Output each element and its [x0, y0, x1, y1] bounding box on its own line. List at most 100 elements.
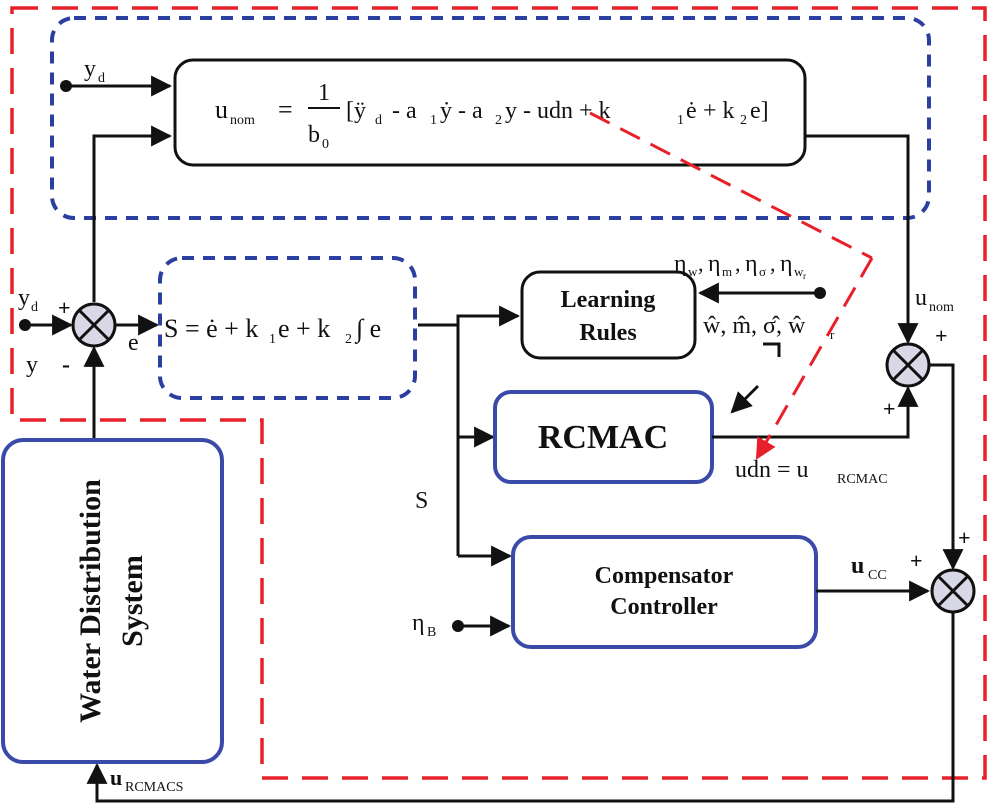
svg-text:+ k: + k: [697, 98, 735, 124]
plus-sign-sum: +: [958, 525, 971, 550]
error-summing-junction: [71, 302, 117, 348]
hook-mark: [763, 342, 781, 357]
svg-text:ẏ: ẏ: [440, 98, 452, 124]
plus-sign-yd: +: [58, 295, 71, 320]
svg-text:e]: e]: [750, 98, 769, 124]
plant-label: Water Distribution System: [74, 479, 149, 723]
svg-text:S = ė + k: S = ė + k: [164, 314, 258, 343]
summer1-to-summer2-line: [929, 363, 964, 571]
nominal-control-box: [173, 58, 807, 167]
svg-text:η: η: [780, 251, 793, 277]
svg-text:1: 1: [318, 80, 330, 106]
svg-text:System: System: [116, 555, 149, 647]
svg-text:[ÿ: [ÿ: [346, 98, 366, 124]
svg-text:u: u: [110, 765, 122, 790]
yd-left-sub: d: [31, 300, 38, 315]
compensator-line1: Compensator: [595, 563, 734, 589]
urcmacs-label: u RCMACS: [110, 765, 183, 795]
output-summing-junction: [930, 568, 976, 614]
unom-output-line: [805, 134, 919, 345]
svg-text:η: η: [674, 251, 687, 277]
svg-text:d: d: [375, 113, 382, 128]
error-label: e: [128, 330, 139, 356]
svg-text:u: u: [915, 285, 927, 311]
svg-text:0: 0: [322, 137, 329, 152]
yd-left-label: y: [18, 285, 30, 311]
unom-label: u nom: [915, 285, 954, 315]
blue-dashed-region: [50, 16, 931, 220]
svg-text:ė: ė: [686, 98, 697, 124]
nominal-control-equation: u nom = 1 b 0 [ÿ d - a 1 ẏ - a 2 y - udn…: [215, 80, 769, 152]
ucc-label: u CC: [851, 553, 887, 583]
learning-rules-line2: Rules: [579, 320, 636, 346]
svg-text:e + k: e + k: [278, 314, 330, 343]
updated-weights-label: ŵ, m̂, σ̂, ŵ r: [703, 313, 835, 342]
svg-text:r: r: [803, 271, 806, 281]
svg-text:- a: - a: [386, 98, 417, 124]
water-distribution-system-box: [1, 438, 224, 764]
svg-text:1: 1: [269, 332, 276, 347]
plus-sign-rcmac: +: [883, 396, 896, 421]
eta-b-node: [452, 620, 464, 632]
plus-sign-ucc: +: [910, 548, 923, 573]
svg-text:,: ,: [735, 251, 741, 276]
svg-text:=: =: [278, 95, 293, 124]
y-label: y: [26, 352, 38, 378]
compensator-line2: Controller: [610, 594, 718, 620]
svg-text:r: r: [830, 327, 835, 342]
sliding-surface-box: [158, 256, 417, 400]
svg-text:RCMACS: RCMACS: [125, 780, 183, 795]
svg-text:η: η: [412, 610, 425, 636]
learning-rates-label: η w , η m , η σ , η w r: [674, 251, 806, 281]
svg-text:1: 1: [677, 113, 684, 128]
svg-text:,: ,: [698, 251, 704, 276]
svg-text:η: η: [708, 251, 721, 277]
svg-text:m: m: [722, 264, 732, 279]
yd-top-label: y: [84, 56, 96, 82]
sliding-surface-equation: S = ė + k 1 e + k 2 ∫ e: [164, 314, 381, 347]
svg-text:1: 1: [430, 113, 437, 128]
svg-text:u: u: [851, 553, 864, 579]
learning-rates-node: [814, 287, 826, 299]
svg-text:σ: σ: [759, 264, 766, 279]
plus-sign-unom: +: [935, 323, 948, 348]
learning-rules-line1: Learning: [561, 287, 656, 313]
svg-text:∫ e: ∫ e: [354, 314, 381, 344]
eta-b-label: η B: [412, 610, 436, 640]
svg-text:b: b: [308, 122, 320, 148]
udn-label: udn = u RCMAC: [735, 457, 888, 487]
s-label: S: [415, 488, 428, 514]
red-dashed-region: [10, 6, 987, 780]
learning-rules-box: [520, 270, 697, 360]
yd-top-sub: d: [98, 71, 105, 86]
learning-update-arrow: [730, 384, 760, 414]
svg-text:u: u: [215, 95, 228, 124]
svg-text:udn = u: udn = u: [735, 457, 809, 483]
control-feedback-line: [86, 612, 955, 803]
svg-text:RCMAC: RCMAC: [837, 472, 888, 487]
error-feed-line: [92, 125, 173, 302]
svg-text:2: 2: [740, 113, 747, 128]
udn-red-dashed-arrow: [589, 111, 873, 260]
svg-text:- a: - a: [452, 98, 483, 124]
svg-text:2: 2: [495, 113, 502, 128]
svg-text:CC: CC: [868, 568, 887, 583]
s-to-learning-line: [456, 305, 521, 327]
unom-summing-junction: [885, 342, 931, 388]
rcmac-label: RCMAC: [538, 419, 668, 456]
udn-red-dashed-arrow-2: [755, 257, 874, 460]
yd-top-node: [60, 80, 72, 92]
svg-text:w: w: [688, 264, 698, 279]
svg-text:η: η: [745, 251, 758, 277]
compensator-box: [511, 535, 818, 649]
yd-left-node: [19, 319, 31, 331]
svg-text:ŵ, m̂, σ̂, ŵ: ŵ, m̂, σ̂, ŵ: [703, 313, 806, 339]
svg-text:y - udn + k: y - udn + k: [505, 98, 611, 124]
svg-text:B: B: [427, 625, 436, 640]
svg-text:nom: nom: [230, 113, 255, 128]
minus-sign-y: -: [62, 352, 70, 378]
svg-text:,: ,: [770, 251, 776, 276]
svg-text:nom: nom: [929, 300, 954, 315]
svg-text:Water Distribution: Water Distribution: [74, 479, 107, 723]
